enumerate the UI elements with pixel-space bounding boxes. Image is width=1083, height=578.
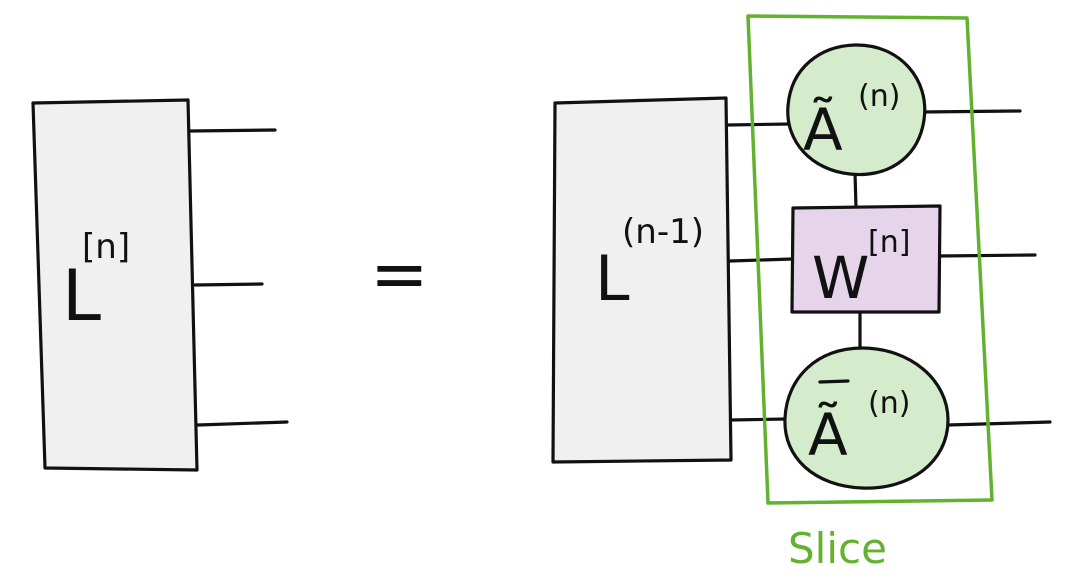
top-tensor-circle xyxy=(786,43,927,177)
right-environment-box xyxy=(551,96,733,464)
bottom-tensor-superscript: (n) xyxy=(868,386,910,421)
slice-label: Slice xyxy=(788,524,887,573)
bottom-tensor-conjugate-bar xyxy=(818,379,850,384)
top-to-mpo-bond xyxy=(853,170,858,210)
bottom-tensor-label: Ã xyxy=(808,400,848,469)
env-leg-bottom xyxy=(729,417,788,422)
bottom-tensor: Ã (n) xyxy=(783,346,950,490)
top-tensor: Ã (n) xyxy=(786,43,927,177)
left-leg-middle xyxy=(193,282,264,287)
mpo-right-leg xyxy=(936,253,1037,258)
right-environment-superscript: (n-1) xyxy=(622,212,704,252)
mpo-box xyxy=(790,204,942,314)
top-tensor-right-leg xyxy=(918,109,1022,114)
left-environment: L [n] xyxy=(31,98,289,472)
bottom-tensor-right-leg xyxy=(946,420,1052,427)
slice-outline xyxy=(746,14,994,505)
left-environment-label: L xyxy=(62,255,101,337)
env-leg-middle xyxy=(728,257,794,263)
left-environment-box xyxy=(31,98,199,472)
equals-sign: = xyxy=(370,233,429,315)
left-environment-superscript: [n] xyxy=(82,227,130,267)
slice: Ã (n) W [n] Ã (n) xyxy=(746,14,1052,505)
right-environment: L (n-1) xyxy=(551,96,794,464)
left-leg-top xyxy=(188,128,277,133)
right-environment-label: L xyxy=(595,242,630,315)
mpo-label: W xyxy=(812,244,869,312)
left-leg-bottom xyxy=(196,420,289,427)
env-leg-top xyxy=(726,122,792,127)
mpo-tensor: W [n] xyxy=(790,204,942,314)
mpo-superscript: [n] xyxy=(868,225,910,260)
top-tensor-superscript: (n) xyxy=(858,79,900,114)
top-tensor-label: Ã xyxy=(803,95,843,164)
